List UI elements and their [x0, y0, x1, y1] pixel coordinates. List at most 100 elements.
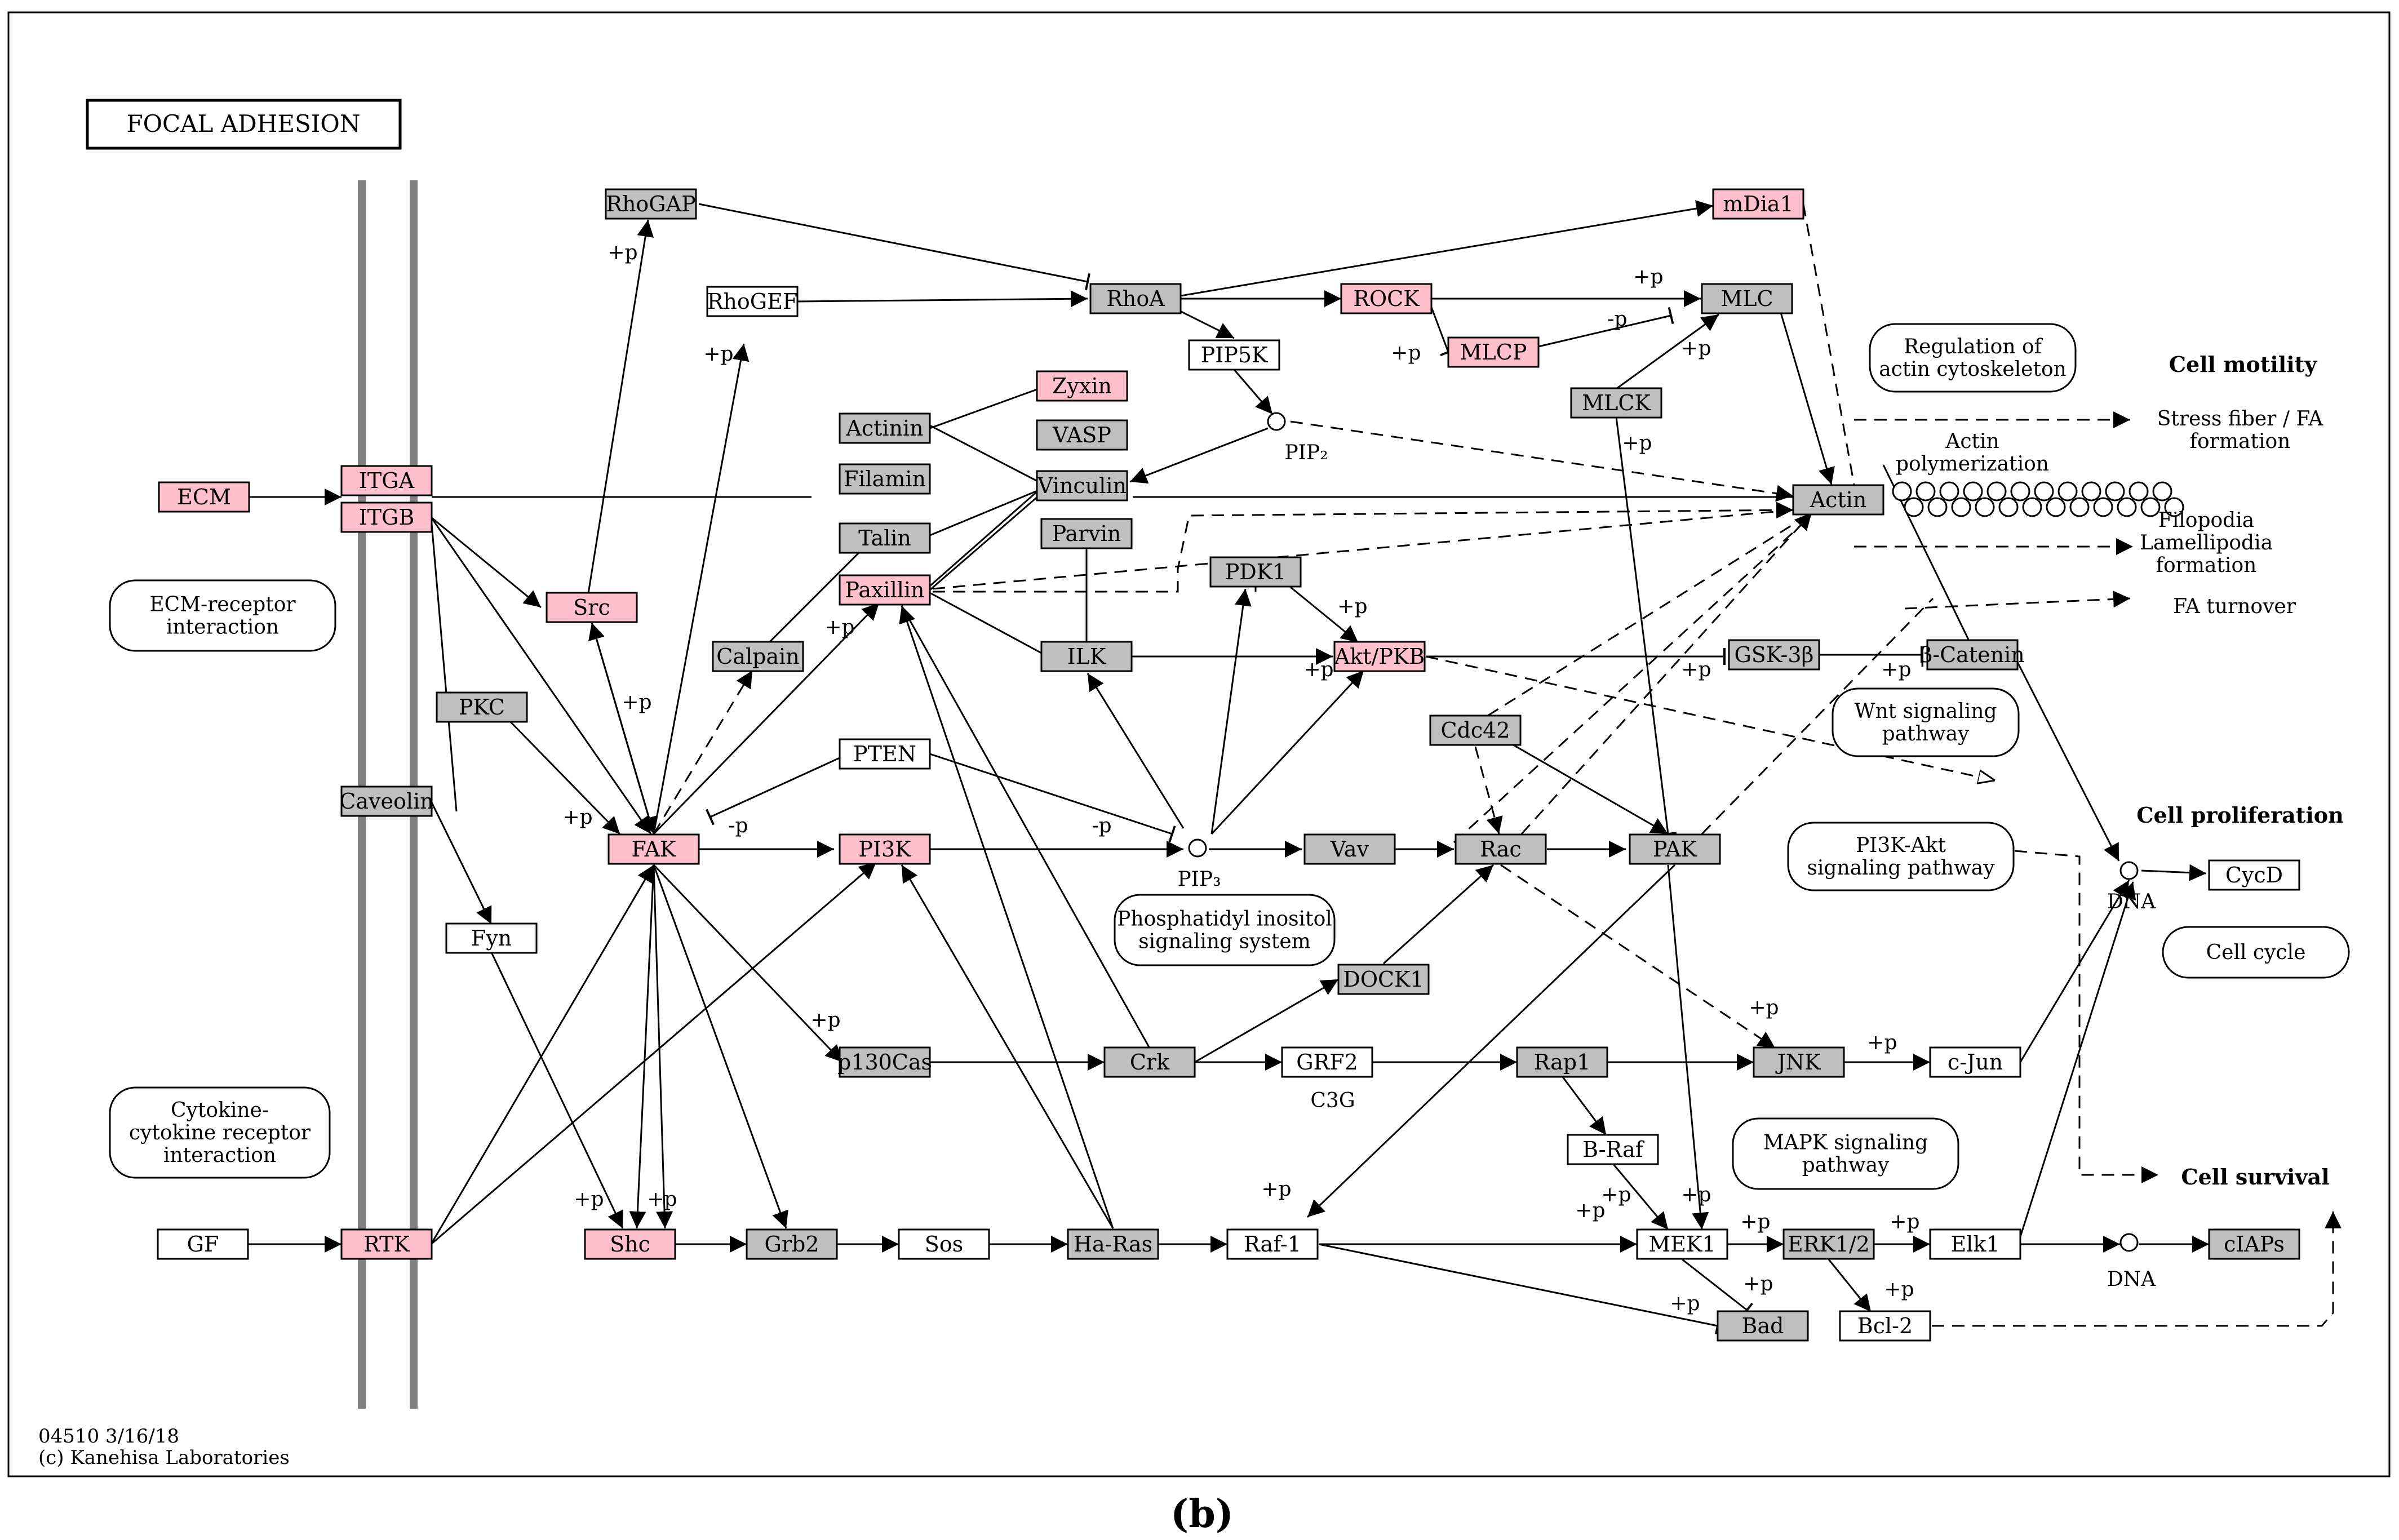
- gene-pten[interactable]: PTEN: [839, 738, 931, 770]
- gene-rac[interactable]: Rac: [1455, 833, 1547, 865]
- gene-caveolin[interactable]: Caveolin: [339, 785, 434, 817]
- gene-ciaps[interactable]: cIAPs: [2208, 1228, 2300, 1260]
- gene-cycd[interactable]: CycD: [2208, 859, 2300, 891]
- gene-actinin[interactable]: Actinin: [839, 412, 931, 444]
- actin-bead: [1939, 481, 1959, 502]
- gene-shc[interactable]: Shc: [584, 1228, 676, 1260]
- pathway-wnt-line2: pathway: [1882, 722, 1970, 745]
- gene-pi3k[interactable]: PI3K: [839, 833, 931, 865]
- gene-raf1[interactable]: Raf-1: [1226, 1228, 1319, 1260]
- gene-ecm[interactable]: ECM: [158, 481, 250, 513]
- gene-mdia1[interactable]: mDia1: [1712, 188, 1804, 220]
- gene-caveolin-label: Caveolin: [339, 789, 433, 814]
- edge-67: [1194, 978, 1339, 1063]
- gene-mek1-label: MEK1: [1648, 1232, 1715, 1257]
- gene-parvin[interactable]: Parvin: [1040, 518, 1133, 549]
- gene-bcl2[interactable]: Bcl-2: [1839, 1310, 1931, 1342]
- gene-paxillin[interactable]: Paxillin: [839, 574, 931, 606]
- gene-mlc[interactable]: MLC: [1701, 283, 1793, 314]
- gene-dock1[interactable]: DOCK1: [1337, 964, 1430, 995]
- gene-src[interactable]: Src: [546, 592, 638, 623]
- gene-elk1[interactable]: Elk1: [1929, 1228, 2021, 1260]
- gene-grf2[interactable]: GRF2: [1281, 1046, 1373, 1078]
- gene-grb2[interactable]: Grb2: [746, 1228, 838, 1260]
- gene-actin[interactable]: Actin: [1792, 484, 1884, 516]
- gene-rap1[interactable]: Rap1: [1516, 1046, 1608, 1078]
- fa-turnover-label: FA turnover: [2173, 595, 2296, 618]
- gene-mlcp[interactable]: MLCP: [1447, 336, 1540, 368]
- pathway-mapk-line2: pathway: [1802, 1154, 1890, 1177]
- gene-pip5k[interactable]: PIP5K: [1188, 339, 1280, 371]
- gene-bad[interactable]: Bad: [1717, 1310, 1809, 1342]
- gene-pi3k-label: PI3K: [858, 837, 911, 862]
- gene-vav[interactable]: Vav: [1303, 833, 1396, 865]
- gene-pdk1[interactable]: PDK1: [1209, 556, 1302, 588]
- gene-p130cas[interactable]: p130Cas: [837, 1046, 932, 1078]
- gene-rhogef[interactable]: RhoGEF: [706, 286, 799, 317]
- pathway-cellcycle[interactable]: Cell cycle: [2162, 926, 2350, 979]
- actin-bead: [1927, 497, 1948, 517]
- edge-65: [901, 605, 1151, 1049]
- gene-vasp[interactable]: VASP: [1036, 419, 1128, 451]
- edge-82: [1682, 1258, 1753, 1318]
- actin-polymerization-line1: Actin: [1945, 430, 1999, 453]
- phospho-label-5: -p: [728, 814, 748, 837]
- gene-ilk[interactable]: ILK: [1040, 641, 1133, 672]
- gene-fyn[interactable]: Fyn: [445, 922, 538, 954]
- actin-bead: [2128, 481, 2149, 502]
- gene-erk[interactable]: ERK1/2: [1782, 1228, 1875, 1260]
- c3g-label: C3G: [1310, 1089, 1355, 1112]
- compound-dna-proliferation: DNA: [2107, 861, 2156, 913]
- gene-pdk1-label: PDK1: [1225, 560, 1287, 584]
- gene-jnk[interactable]: JNK: [1753, 1046, 1845, 1078]
- gene-calpain[interactable]: Calpain: [712, 641, 804, 672]
- pip2-label: PIP₂: [1284, 441, 1328, 464]
- gene-braf[interactable]: B-Raf: [1567, 1134, 1659, 1165]
- pathway-pi3kakt-line1: PI3K-Akt: [1856, 834, 1946, 857]
- gene-crk[interactable]: Crk: [1103, 1046, 1196, 1078]
- edge-24: [1087, 673, 1185, 829]
- edge-12: [929, 424, 1039, 483]
- phospho-label-23: +p: [1601, 1183, 1631, 1206]
- dashed-path-0: [933, 502, 1794, 593]
- gene-sos-label: Sos: [925, 1232, 963, 1257]
- gene-rhoa[interactable]: RhoA: [1089, 283, 1182, 314]
- gene-hras[interactable]: Ha-Ras: [1067, 1228, 1159, 1260]
- gene-rock[interactable]: ROCK: [1340, 283, 1433, 314]
- gene-pkc[interactable]: PKC: [436, 691, 528, 723]
- gene-rtk[interactable]: RTK: [340, 1228, 433, 1260]
- gene-bcatenin[interactable]: β-Catenin: [1920, 639, 2025, 671]
- gene-cjun[interactable]: c-Jun: [1929, 1046, 2021, 1078]
- gene-gf[interactable]: GF: [157, 1228, 249, 1260]
- gene-pak[interactable]: PAK: [1629, 833, 1721, 865]
- gene-filamin[interactable]: Filamin: [839, 463, 931, 495]
- gene-itga[interactable]: ITGA: [340, 465, 433, 496]
- edge-85: [1667, 864, 1709, 1230]
- actin-bead: [1951, 497, 1971, 517]
- actin-bead: [2164, 497, 2184, 517]
- gene-sos[interactable]: Sos: [898, 1228, 990, 1260]
- gene-cdc42[interactable]: Cdc42: [1429, 714, 1522, 746]
- edge-27: [2016, 662, 2120, 862]
- edge-90: [1520, 512, 1813, 835]
- gene-rhogap[interactable]: RhoGAP: [605, 188, 697, 220]
- gene-talin[interactable]: Talin: [839, 522, 931, 554]
- gene-mek1[interactable]: MEK1: [1636, 1228, 1728, 1260]
- gene-mlck[interactable]: MLCK: [1570, 387, 1662, 419]
- pathway-cytokine-line3: interaction: [163, 1144, 276, 1167]
- edge-91: [1487, 512, 1812, 717]
- gene-itgb[interactable]: ITGB: [340, 502, 433, 533]
- gene-akt[interactable]: Akt/PKB: [1333, 641, 1426, 672]
- pathway-phosphatidyl-line2: signaling system: [1138, 930, 1311, 953]
- gene-zyxin[interactable]: Zyxin: [1036, 370, 1128, 402]
- gene-fak[interactable]: FAK: [607, 833, 700, 865]
- gene-gsk3b[interactable]: GSK-3β: [1728, 639, 1820, 671]
- gene-vinculin[interactable]: Vinculin: [1036, 470, 1128, 502]
